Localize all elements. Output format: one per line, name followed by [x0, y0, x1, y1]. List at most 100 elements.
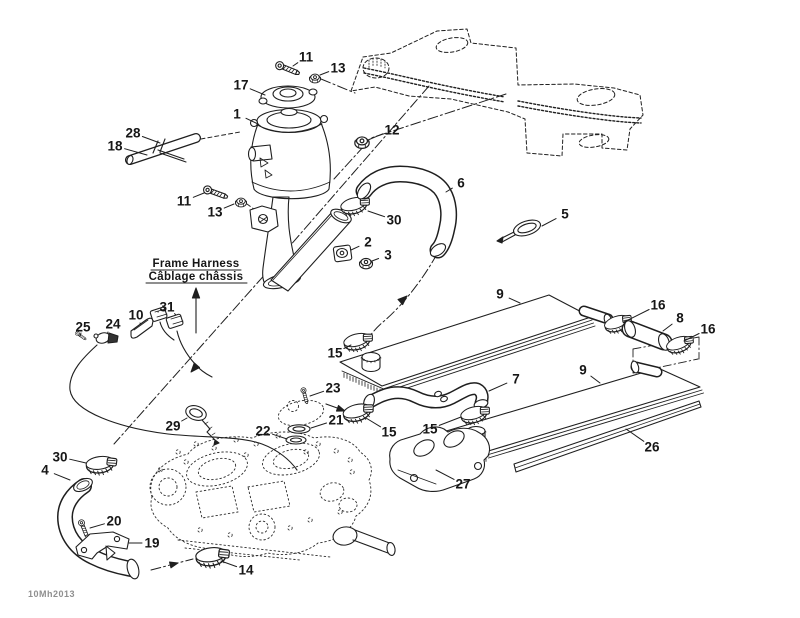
leader-line — [367, 133, 384, 141]
leader-line — [292, 62, 299, 67]
part-callout-15: 15 — [381, 425, 397, 440]
leader-line — [174, 313, 177, 316]
hose-4 — [57, 477, 140, 580]
thermostat-housing — [277, 399, 325, 427]
leader-line — [435, 469, 455, 480]
leader-line — [69, 458, 87, 464]
up-arrow-icon — [191, 287, 201, 299]
part-callout-29: 29 — [165, 419, 180, 434]
part-callout-10: 10 — [128, 308, 143, 323]
vent-hose-18 — [125, 133, 201, 165]
leader-line — [625, 428, 645, 442]
part-callout-21: 21 — [328, 413, 344, 428]
pressure-cap-17 — [258, 85, 318, 117]
part-callout-13: 13 — [207, 205, 223, 220]
direction-arrow-icon — [397, 295, 408, 306]
part-callout-16: 16 — [650, 298, 666, 313]
leader-line — [623, 309, 650, 323]
part-callout-5: 5 — [561, 207, 569, 222]
part-callout-31: 31 — [159, 300, 175, 315]
gasket-22 — [285, 435, 307, 445]
part-callout-16: 16 — [700, 322, 716, 337]
direction-arrow-icon — [335, 404, 346, 412]
frame-part — [350, 28, 644, 157]
watermark: 10Mh2013 — [28, 589, 75, 599]
direction-arrow-icon — [169, 561, 179, 569]
part-callout-28: 28 — [125, 126, 141, 141]
leader-line — [139, 322, 141, 325]
leader-line — [223, 203, 235, 209]
hose-clamp-14 — [194, 544, 233, 571]
harness-note-line1: Frame Harness — [153, 258, 240, 270]
nut-3 — [358, 257, 374, 270]
part-callout-7: 7 — [512, 372, 520, 387]
nut-12 — [354, 136, 370, 149]
bracket-27 — [389, 426, 491, 492]
hose-clamp-30 — [84, 453, 120, 478]
part-callout-2: 2 — [364, 235, 372, 250]
harness-wire — [69, 321, 298, 471]
leader-line — [319, 71, 330, 76]
leader-line — [367, 210, 386, 218]
frame-boss — [362, 57, 390, 79]
hose-clip-28 — [152, 138, 187, 163]
tie-wrap-29 — [185, 405, 220, 446]
leader-line — [181, 417, 188, 422]
leader-line — [310, 422, 327, 429]
leader-line — [249, 88, 266, 96]
part-callout-9: 9 — [579, 363, 587, 378]
part-callout-19: 19 — [144, 536, 159, 551]
part-callout-27: 27 — [455, 477, 470, 492]
leader-line — [508, 297, 521, 304]
part-callout-26: 26 — [644, 440, 660, 455]
part-callout-15: 15 — [422, 422, 438, 437]
leader-line — [438, 416, 462, 426]
leader-line — [220, 560, 238, 568]
part-callout-13: 13 — [330, 61, 346, 76]
leader-line — [89, 523, 105, 529]
callout-layer: 1113171122818111330652331102425916816152… — [41, 50, 716, 578]
leader-line — [343, 344, 352, 349]
leader-line — [192, 192, 205, 198]
part-callout-22: 22 — [255, 424, 270, 439]
part-callout-4: 4 — [41, 463, 49, 478]
gasket-21 — [287, 424, 311, 434]
part-callout-1: 1 — [233, 107, 241, 122]
leader-line — [590, 375, 601, 384]
leader-line — [683, 333, 700, 342]
leader-line — [541, 218, 557, 227]
hose-7 — [363, 382, 489, 411]
part-callout-14: 14 — [238, 563, 254, 578]
part-callout-3: 3 — [384, 248, 392, 263]
part-callout-25: 25 — [75, 320, 91, 335]
leader-line — [488, 382, 508, 392]
rail-26 — [513, 400, 702, 473]
leader-line — [79, 332, 82, 337]
outlet-hose-6 — [355, 165, 458, 259]
leader-line — [309, 390, 325, 397]
harness-note: Frame Harness Câblage châssis — [145, 258, 248, 334]
leader-line — [272, 433, 288, 440]
leader-line — [53, 473, 71, 481]
part-callout-8: 8 — [676, 311, 684, 326]
bracket-19 — [75, 531, 130, 561]
part-callout-9: 9 — [496, 287, 504, 302]
cap-gasket — [280, 107, 298, 117]
part-callout-20: 20 — [106, 514, 121, 529]
leader-line — [245, 117, 259, 125]
harness-note-line2: Câblage châssis — [149, 271, 244, 283]
part-callout-6: 6 — [457, 176, 465, 191]
part-callout-11: 11 — [177, 194, 192, 209]
engine-output-shaft — [332, 526, 396, 556]
part-callout-30: 30 — [386, 213, 401, 228]
hose-8 — [621, 320, 673, 351]
tie-strap-5 — [496, 219, 542, 244]
exchanger-fitting-boss — [360, 351, 382, 373]
nut-13 — [309, 73, 321, 84]
part-callout-17: 17 — [233, 78, 248, 93]
leader-line — [365, 417, 381, 428]
leader-line — [445, 187, 453, 193]
coolant-tank — [247, 108, 352, 292]
